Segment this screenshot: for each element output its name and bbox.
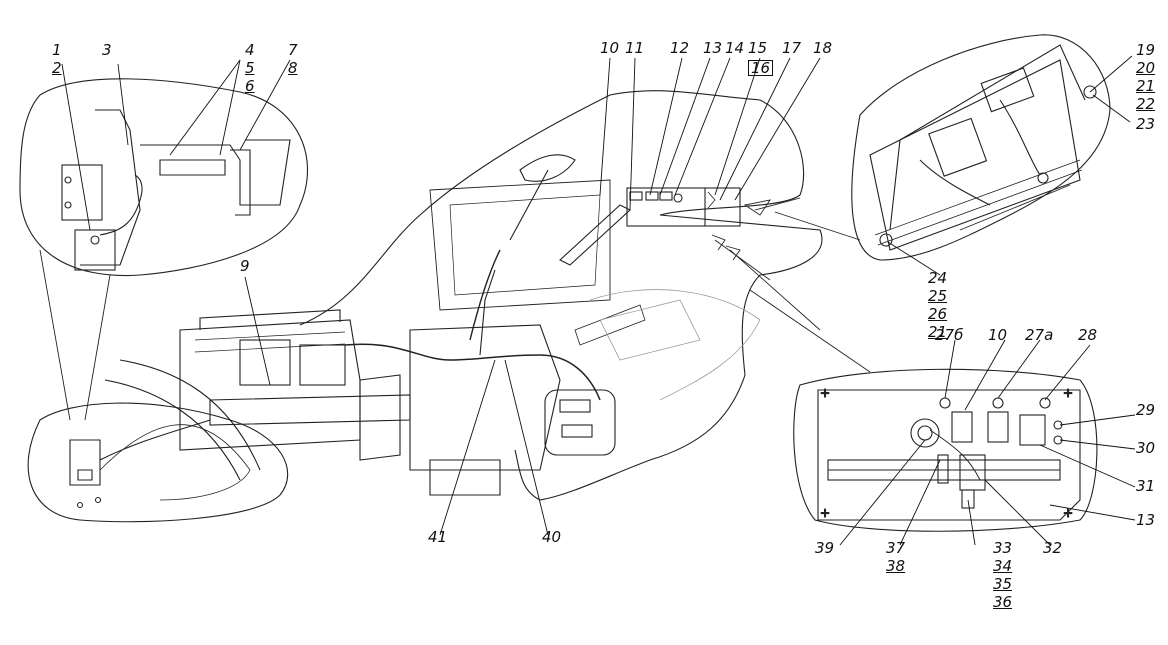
svg-text:+: + xyxy=(820,506,830,520)
label-4: 4 xyxy=(245,41,255,59)
label-22: 22 xyxy=(1136,95,1156,113)
label-23: 23 xyxy=(1136,115,1156,133)
label-21: 21 xyxy=(1136,77,1156,95)
label-28: 28 xyxy=(1078,326,1098,344)
label-15: 15 xyxy=(748,39,768,57)
label-1: 1 xyxy=(52,41,62,59)
label-7: 7 xyxy=(288,41,298,59)
label-11: 11 xyxy=(625,39,645,57)
label-6: 6 xyxy=(245,77,255,95)
label-10-b: 10 xyxy=(988,326,1008,344)
detail-callout-right-top xyxy=(851,34,1111,261)
label-12: 12 xyxy=(670,39,690,57)
label-9: 9 xyxy=(240,257,250,275)
label-16: 16 xyxy=(748,60,774,76)
label-27b: 27б xyxy=(935,326,964,344)
label-26: 26 xyxy=(928,305,948,323)
svg-text:+: + xyxy=(820,386,830,400)
detail-callout-right-bottom xyxy=(793,368,1098,532)
label-41: 41 xyxy=(428,528,448,546)
label-10: 10 xyxy=(600,39,620,57)
label-39: 39 xyxy=(815,539,835,557)
label-21-b: 21 xyxy=(928,323,948,341)
label-38: 38 xyxy=(886,557,906,575)
svg-text:+: + xyxy=(1063,386,1073,400)
label-18: 18 xyxy=(813,39,833,57)
label-40: 40 xyxy=(542,528,562,546)
wheel-sensor-detail xyxy=(69,419,211,509)
detail-callout-left-bottom xyxy=(27,402,289,523)
label-33: 33 xyxy=(993,539,1013,557)
label-34: 34 xyxy=(993,557,1013,575)
label-37: 37 xyxy=(886,539,906,557)
label-17: 17 xyxy=(782,39,802,57)
label-13: 13 xyxy=(703,39,723,57)
label-20: 20 xyxy=(1136,59,1156,77)
tractor-body xyxy=(99,90,823,501)
label-25: 25 xyxy=(928,287,948,305)
label-30: 30 xyxy=(1136,439,1156,457)
label-19: 19 xyxy=(1136,41,1156,59)
relay-box-detail xyxy=(869,44,1097,251)
detail-callout-left-top xyxy=(19,78,308,277)
label-14: 14 xyxy=(725,39,745,57)
label-29: 29 xyxy=(1136,401,1156,419)
label-36: 36 xyxy=(993,593,1013,611)
label-13-b: 13 xyxy=(1136,511,1156,529)
instrument-panel xyxy=(626,187,741,227)
svg-text:+: + xyxy=(1063,506,1073,520)
panel-plate-detail: + + + + xyxy=(817,385,1081,521)
label-3: 3 xyxy=(102,41,112,59)
label-24: 24 xyxy=(928,269,948,287)
label-8: 8 xyxy=(288,59,298,77)
label-5: 5 xyxy=(245,59,255,77)
sensor-bracket-detail xyxy=(61,109,291,271)
label-35: 35 xyxy=(993,575,1013,593)
label-27a: 27а xyxy=(1025,326,1054,344)
leader-lines xyxy=(61,55,1136,546)
label-31: 31 xyxy=(1136,477,1156,495)
label-32: 32 xyxy=(1043,539,1063,557)
label-2: 2 xyxy=(52,59,62,77)
